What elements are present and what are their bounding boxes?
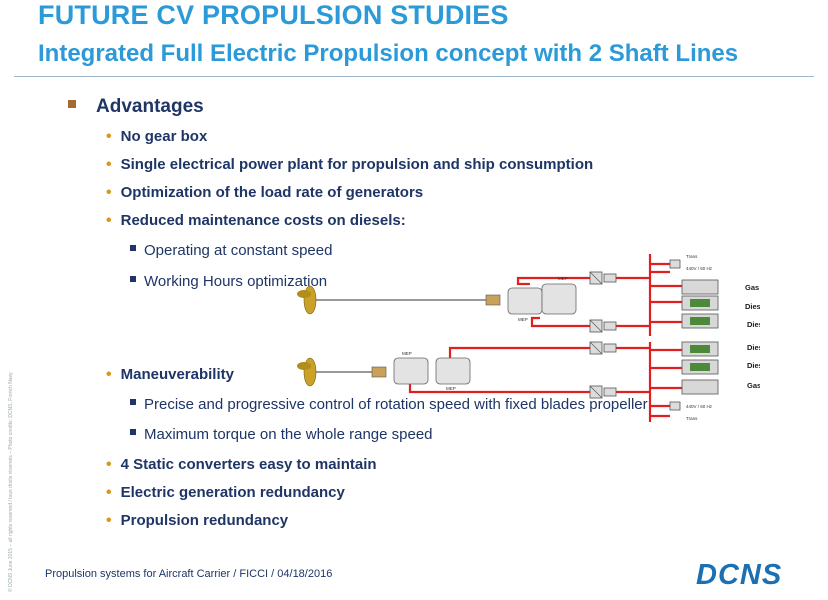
generator-label: Diesel Generator: [747, 361, 760, 370]
bullet-no-gear-box: •No gear box: [106, 128, 208, 145]
heading-bullet-icon: [68, 99, 76, 108]
bullet-dot-icon: •: [106, 156, 112, 173]
title-rule: [14, 76, 814, 77]
bullet-load-rate: •Optimization of the load rate of genera…: [106, 184, 424, 201]
slide-subtitle: Integrated Full Electric Propulsion conc…: [38, 40, 739, 67]
bullet-dot-icon: •: [106, 184, 112, 201]
bullet-static-converters: •4 Static converters easy to maintain: [106, 456, 377, 473]
side-copyright-note: © DCNS June 2015 – all rights reserved /…: [8, 372, 14, 592]
sub-bullet-working-hours: Working Hours optimization: [130, 273, 327, 290]
sub-bullet-rotation-control: Precise and progressive control of rotat…: [130, 396, 648, 413]
bullet-dot-icon: •: [106, 484, 112, 501]
sub-bullet-square-icon: [130, 399, 136, 406]
bus-label: Trans: [686, 416, 698, 421]
bullet-single-plant: •Single electrical power plant for propu…: [106, 156, 594, 173]
generator-label: Gas turbine: [745, 283, 760, 292]
mep-label: MEP: [518, 317, 528, 322]
mep-label: MEP: [446, 386, 456, 391]
bullet-dot-icon: •: [106, 456, 112, 473]
generator-label: Diesel Generator: [747, 343, 760, 352]
advantages-heading: Advantages: [68, 96, 204, 118]
footer-text: Propulsion systems for Aircraft Carrier …: [45, 568, 333, 580]
bullet-dot-icon: •: [106, 512, 112, 529]
svg-text:DCNS: DCNS: [696, 559, 782, 591]
bus-label: Trans: [686, 254, 698, 259]
generator-label: Diesel Generator: [745, 302, 760, 311]
heading-text: Advantages: [96, 96, 204, 117]
bullet-maneuverability: •Maneuverability: [106, 366, 234, 383]
bus-label: 440V / 60 Hz: [686, 404, 713, 409]
propulsion-diagram: MEP MEP MEP MEP Gas turbine Diesel Gener…: [297, 254, 760, 422]
sub-bullet-square-icon: [130, 245, 136, 252]
mep-label: MEP: [402, 351, 412, 356]
sub-bullet-constant-speed: Operating at constant speed: [130, 242, 332, 259]
lower-shaft-line: [297, 357, 471, 387]
bullet-dot-icon: •: [106, 212, 112, 229]
sub-bullet-max-torque: Maximum torque on the whole range speed: [130, 426, 433, 443]
bullet-dot-icon: •: [106, 128, 112, 145]
dcns-logo: DCNS: [696, 559, 782, 591]
generator-label: Gas turbine: [747, 381, 760, 390]
generator-sets: [681, 279, 719, 395]
sub-bullet-square-icon: [130, 276, 136, 283]
slide-title: FUTURE CV PROPULSION STUDIES: [38, 0, 509, 30]
sub-bullet-square-icon: [130, 429, 136, 436]
bullet-propulsion-redundancy: •Propulsion redundancy: [106, 512, 289, 529]
upper-shaft-line: [297, 283, 577, 315]
mep-label: MEP: [558, 276, 568, 281]
generator-label: Diesel Generator: [747, 320, 760, 329]
bus-label: 440V / 60 Hz: [686, 266, 713, 271]
bullet-maintenance: •Reduced maintenance costs on diesels:: [106, 212, 406, 229]
bullet-dot-icon: •: [106, 366, 112, 383]
bullet-generation-redundancy: •Electric generation redundancy: [106, 484, 345, 501]
